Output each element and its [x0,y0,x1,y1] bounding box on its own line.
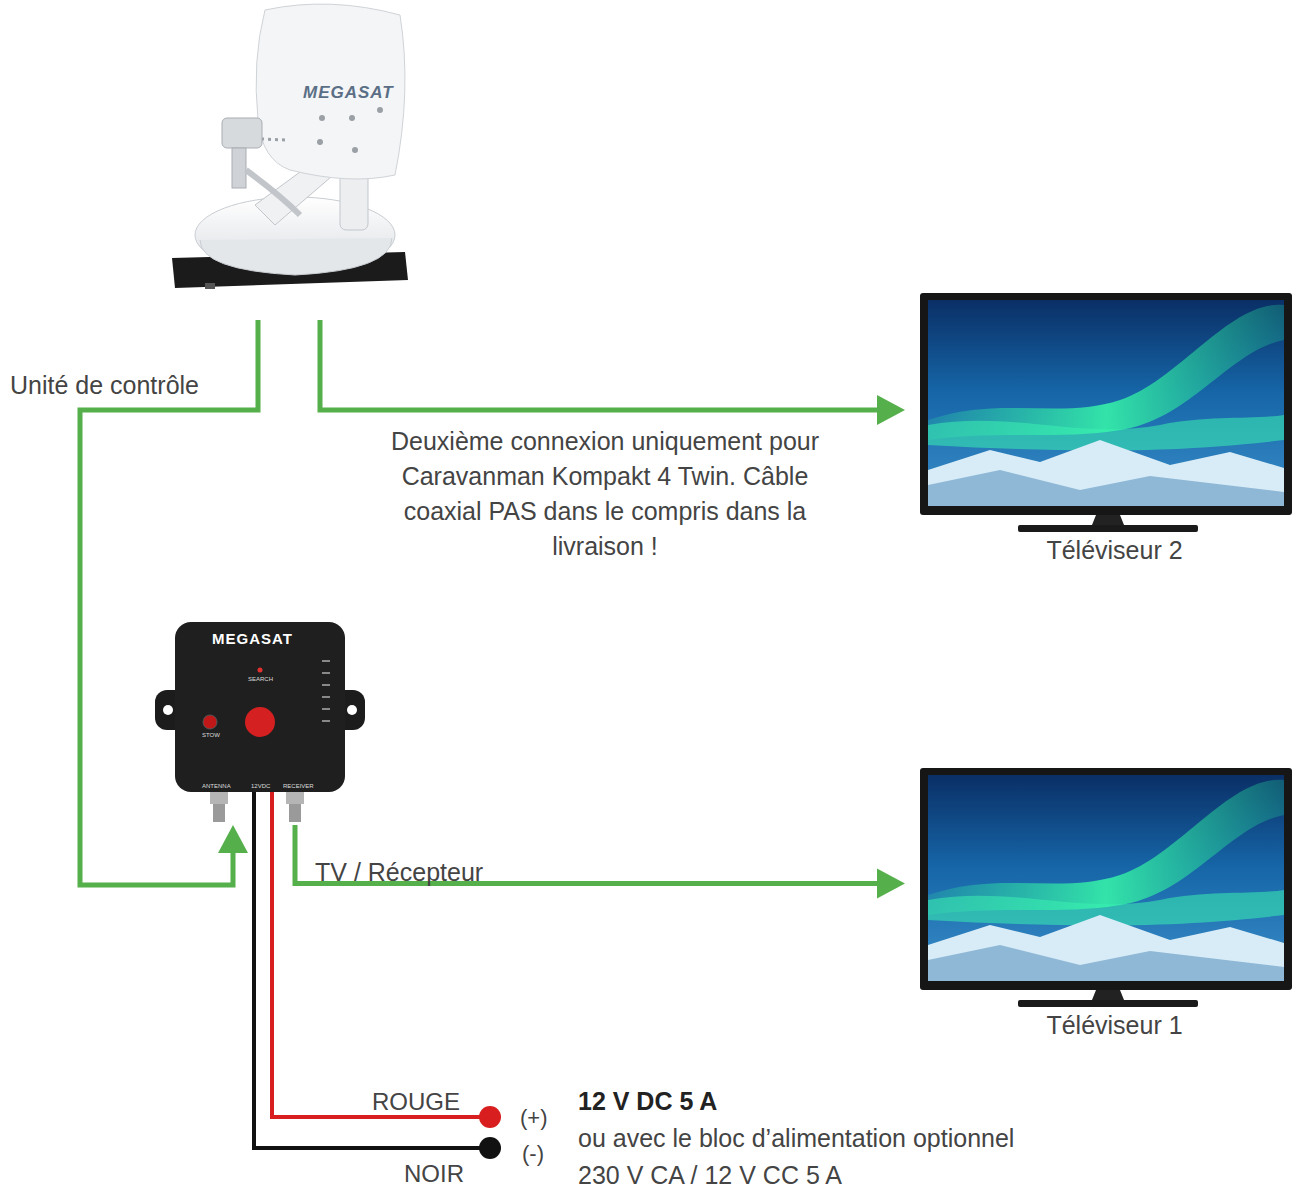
polarity-label: (+) [520,1100,548,1135]
control-unit: MEGASAT SEARCH STOW ANTENNA 12VDC RECEIVER [150,620,370,825]
coax-connector [320,320,905,425]
tv-illustration [920,768,1292,1007]
coax-connector [80,320,258,885]
button-label: SEARCH [248,676,273,682]
brand-logo: MEGASAT [303,83,394,103]
power-note: ou avec le bloc d’alimentation optionnel… [578,1120,1028,1190]
device-label: Téléviseur 2 [905,536,1294,565]
antenna-illustration [172,4,408,289]
polarity-label: (-) [522,1136,544,1171]
wire-label: NOIR [404,1156,464,1190]
port-label: ANTENNA [202,783,231,789]
port-label: 12VDC [251,783,270,789]
television: Téléviseur 2 [905,288,1294,573]
button-label: STOW [202,732,220,738]
brand-logo: MEGASAT [212,630,293,647]
control-unit-illustration [155,622,365,822]
arrow-head [877,395,905,425]
connector-line [320,320,877,410]
edge-label: Unité de contrôle [10,368,199,403]
television: Téléviseur 1 [905,763,1294,1048]
device-label: Téléviseur 1 [905,1011,1294,1040]
power-spec: 12 V DC 5 A [578,1084,717,1119]
arrow-head [218,825,248,853]
wire-label: ROUGE [372,1084,460,1119]
arrow-head [877,869,905,899]
edge-label: Deuxième connexion uniquement pour Carav… [370,424,840,564]
tv-illustration [920,293,1292,532]
antenna: MEGASAT [160,5,415,320]
connector-line [80,320,258,885]
coax-connector [295,825,905,899]
port-label: RECEIVER [283,783,314,789]
power-wires [254,792,501,1159]
edge-label: TV / Récepteur [315,855,483,890]
